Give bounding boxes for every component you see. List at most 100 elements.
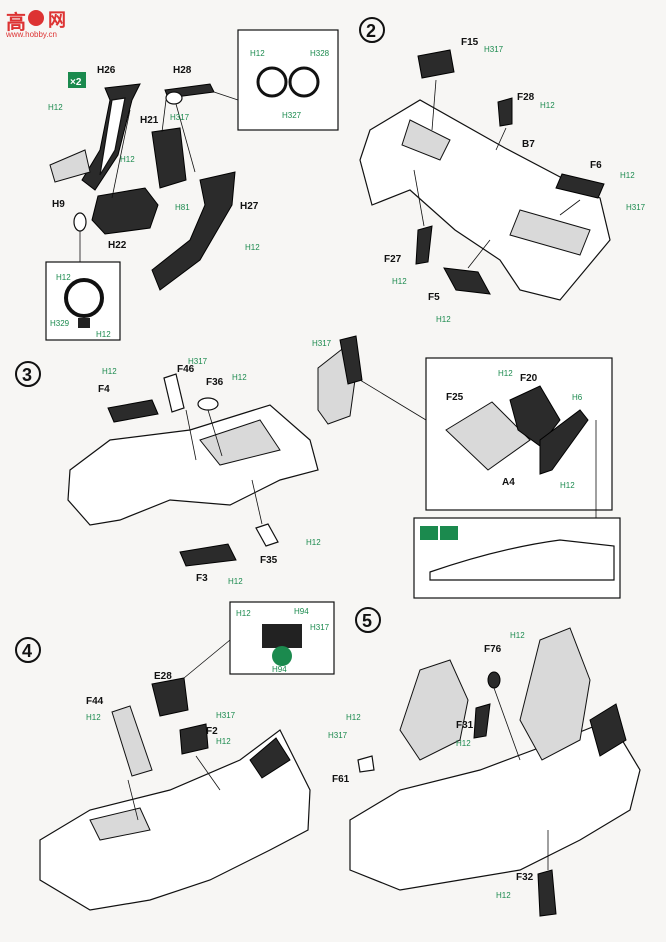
color-callout: H12 (560, 481, 575, 490)
part-F4 (107, 399, 159, 423)
color-callout: H94 (294, 607, 309, 616)
step-5-circle (355, 607, 381, 633)
rear-bulkhead (249, 737, 291, 779)
label-F61: F61 (332, 774, 350, 785)
label-F27: F27 (384, 254, 402, 265)
part-F2 (179, 723, 209, 755)
label-F31: F31 (456, 720, 474, 731)
watermark-gear-icon (28, 10, 44, 26)
part-F27 (415, 225, 433, 265)
part-F28 (497, 97, 513, 127)
step-1: ×2 (45, 29, 339, 341)
color-callout: H329 (50, 319, 70, 328)
part-F35 (255, 523, 279, 547)
part-H22 (91, 187, 159, 235)
step-3-number: 3 (22, 365, 32, 385)
cockpit-tub-step3 (67, 404, 319, 526)
label-F20: F20 (520, 373, 538, 384)
label-F3: F3 (196, 573, 208, 584)
ring-clip-icon (78, 318, 90, 328)
label-F36: F36 (206, 377, 224, 388)
color-callout: H317 (310, 623, 330, 632)
color-callout: H12 (456, 739, 471, 748)
part-F61 (357, 755, 375, 773)
cockpit-tub-step2 (359, 99, 611, 301)
detail-F25 (445, 401, 531, 471)
cockpit-tub-step4 (39, 729, 311, 911)
label-F6: F6 (590, 160, 602, 171)
color-callout: H12 (216, 737, 231, 746)
part-H28-ring (165, 91, 183, 105)
color-callout: H81 (175, 203, 190, 212)
jet-nose-silhouette (429, 539, 615, 581)
color-callout: H12 (392, 277, 407, 286)
label-F4: F4 (98, 384, 110, 395)
part-F31 (473, 703, 491, 739)
label-F5: F5 (428, 292, 440, 303)
color-callout: H12 (245, 243, 260, 252)
ejection-seat-rear (519, 627, 591, 761)
color-callout: H317 (626, 203, 646, 212)
label-E28: E28 (154, 671, 172, 682)
part-F44 (111, 705, 153, 777)
color-callout: H12 (56, 273, 71, 282)
color-callout: H12 (250, 49, 265, 58)
label-B7: B7 (522, 139, 535, 150)
detail-A4 (539, 409, 589, 475)
label-A4: A4 (502, 477, 515, 488)
watermark-logo: 高 网 www.hobby.cn (6, 6, 70, 42)
decal-icon (440, 526, 458, 540)
label-F76: F76 (484, 644, 502, 655)
color-callout: H12 (96, 330, 111, 339)
multiplier-text: ×2 (70, 77, 82, 88)
step-2-number: 2 (366, 21, 376, 41)
color-callout: H12 (232, 373, 247, 382)
part-F25-stick (339, 335, 363, 385)
label-H22: H22 (108, 240, 127, 251)
part-H26-base (49, 149, 91, 183)
step-4: 4 E28 F44 F2 H12 H94 H317 H94 H12 H317 H… (15, 601, 335, 911)
ring-icon (64, 278, 104, 318)
watermark-url: www.hobby.cn (6, 30, 57, 39)
color-callout: H328 (310, 49, 330, 58)
color-callout: H12 (510, 631, 525, 640)
color-callout: H12 (540, 101, 555, 110)
color-callout: H317 (188, 357, 208, 366)
color-callout: H12 (498, 369, 513, 378)
cockpit-tub-step5 (349, 719, 641, 891)
watermark-site: 网 (48, 10, 66, 30)
part-H27 (151, 171, 236, 291)
part-F3 (179, 543, 237, 567)
part-E28 (151, 677, 189, 717)
color-callout: H12 (102, 367, 117, 376)
color-callout: H317 (170, 113, 190, 122)
color-callout: H94 (272, 665, 287, 674)
color-callout: H317 (328, 731, 348, 740)
multiplier-badge (68, 72, 86, 88)
step-4-circle (15, 637, 41, 663)
color-callout: H317 (484, 45, 504, 54)
label-F32: F32 (516, 872, 534, 883)
step-5-number: 5 (362, 611, 372, 631)
step-5: 5 F76 F31 F61 F32 H12 H12 H317 H12 H12 (328, 607, 641, 917)
label-H26: H26 (97, 65, 116, 76)
label-H28: H28 (173, 65, 192, 76)
hud-panel-icon (262, 624, 302, 648)
headset-left-icon (256, 66, 288, 98)
color-callout: H12 (306, 538, 321, 547)
part-H26-inner (99, 97, 126, 176)
part-F36 (197, 397, 219, 411)
label-F35: F35 (260, 555, 278, 566)
color-callout: H12 (228, 577, 243, 586)
step-3: 3 F46 F36 (15, 335, 621, 599)
instrument-panel (199, 419, 281, 466)
part-H9 (73, 212, 87, 232)
paint-tip-icon (420, 526, 438, 540)
rear-bulkhead-step5 (589, 703, 627, 757)
color-callout: H12 (236, 609, 251, 618)
label-F44: F44 (86, 696, 104, 707)
part-F15 (417, 49, 455, 79)
label-F25: F25 (446, 392, 464, 403)
label-H21: H21 (140, 115, 159, 126)
